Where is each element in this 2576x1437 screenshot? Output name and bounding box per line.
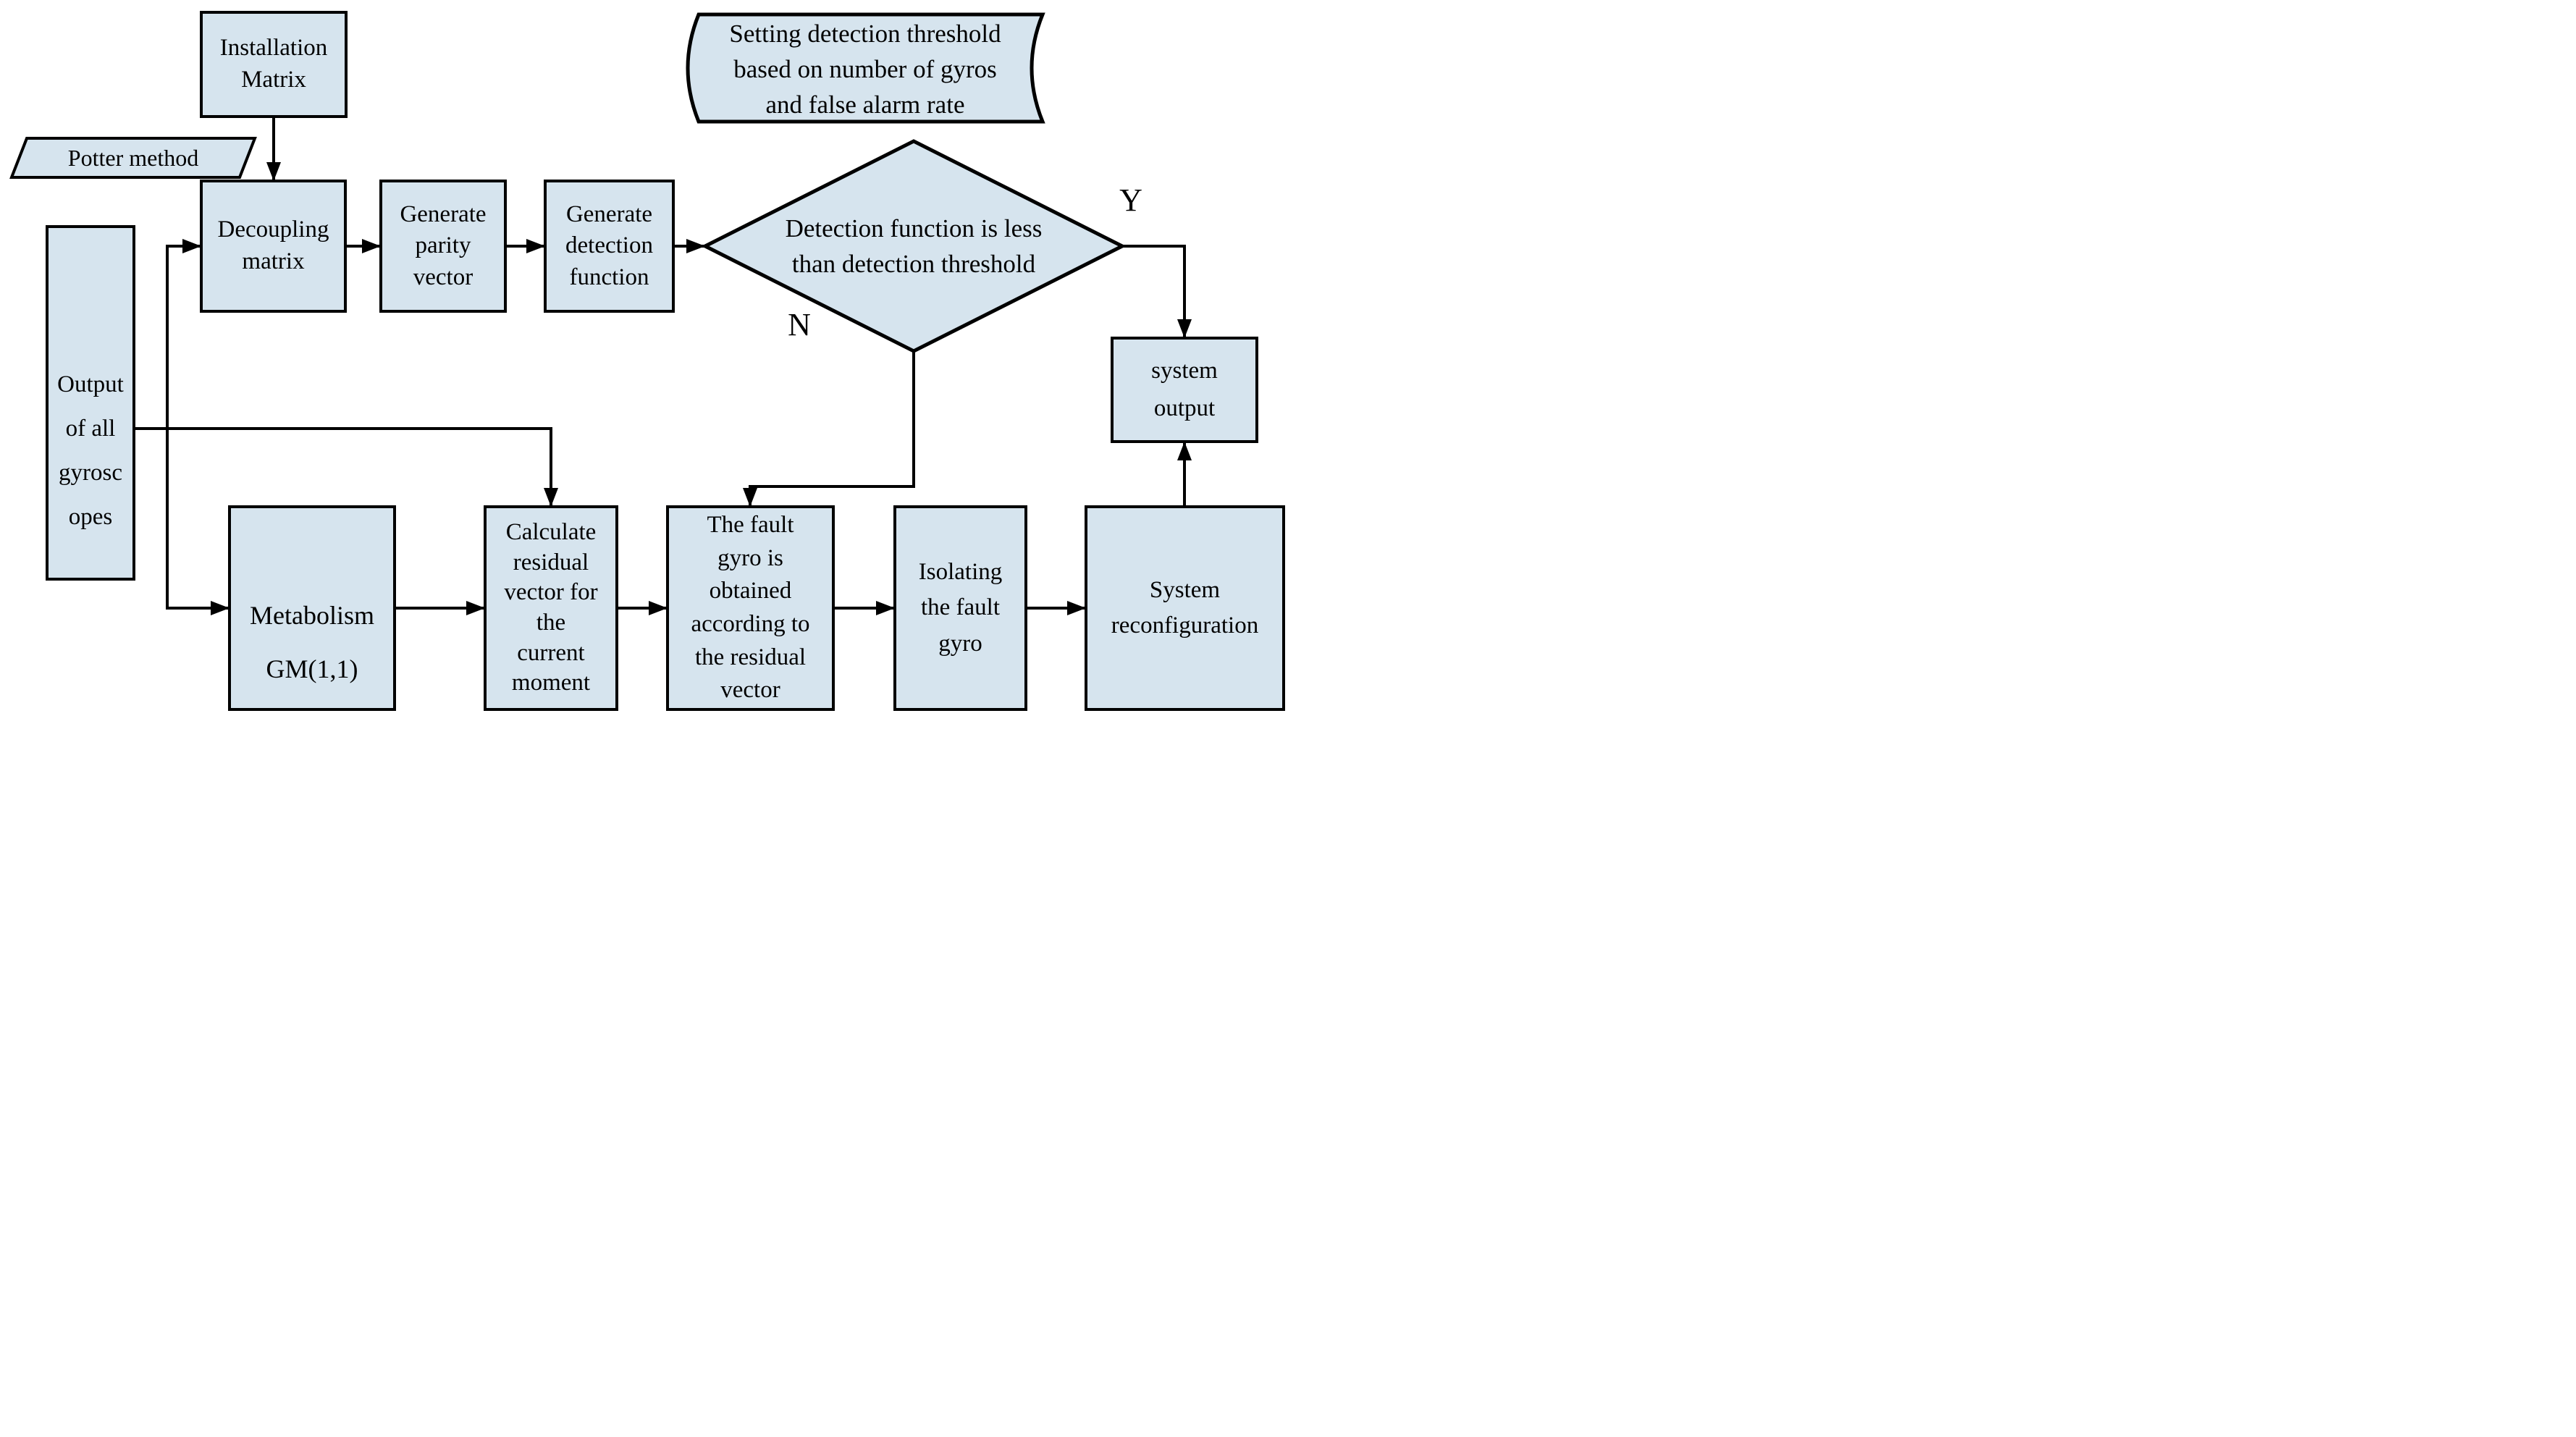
connector-decision-yes-to-system-output (1122, 245, 1192, 338)
flowchart-drawing (9, 11, 1285, 711)
output-gyroscopes-shape (46, 225, 135, 581)
potter-method-shape (9, 137, 257, 179)
connector-gyros-to-decoupling (166, 239, 201, 429)
system-reconfiguration-shape (1085, 505, 1285, 711)
connectors (134, 117, 1192, 615)
connector-decision-no-to-fault-gyro (743, 351, 915, 507)
installation-matrix-shape (200, 11, 348, 118)
flowchart: Installation Matrix Potter method Decoup… (0, 0, 1288, 719)
node-shapes (9, 11, 1285, 711)
connector-gyros-to-calculate-residual (134, 427, 558, 507)
decoupling-matrix-shape (200, 180, 347, 313)
calculate-residual-shape (484, 505, 618, 711)
threshold-note-shape (686, 12, 1045, 124)
fault-gyro-shape (666, 505, 835, 711)
generate-detection-function-shape (544, 180, 675, 313)
system-output-shape (1111, 337, 1258, 443)
metabolism-shape (228, 505, 396, 711)
isolating-fault-gyro-shape (893, 505, 1027, 711)
connector-gyros-to-metabolism (166, 429, 230, 615)
generate-parity-vector-shape (379, 180, 507, 313)
decision-diamond-shape (701, 139, 1127, 353)
